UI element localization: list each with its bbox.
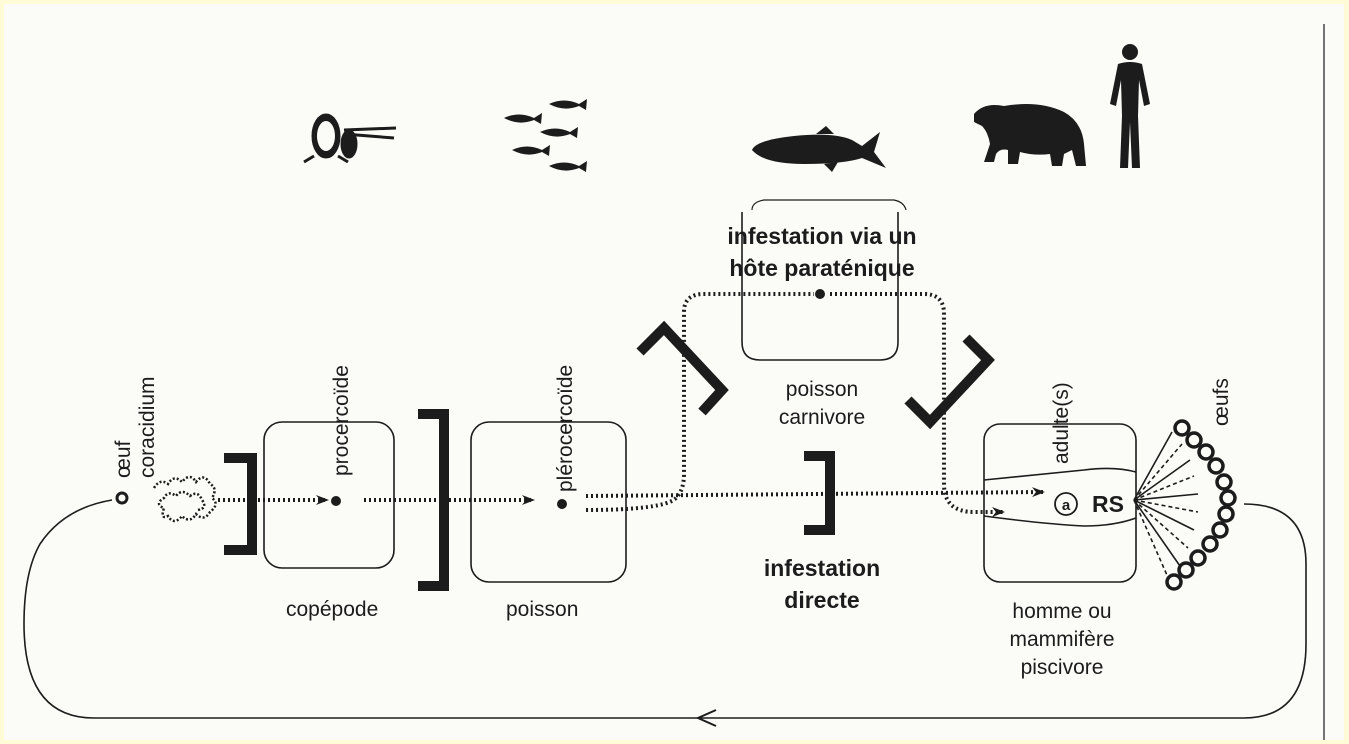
label-copepode: copépode [286,598,378,621]
copepod-icon [304,114,396,162]
path-direct-infestation [586,492,1044,496]
procercoide-dot [331,496,341,506]
label-poisson-carnivore-line2: carnivore [779,406,865,429]
intestine-lower-wall [984,516,1136,526]
label-host-line1: homme ou [1012,600,1111,623]
label-infestation-paratenique-line1: infestation via un [727,223,916,249]
label-procercoide: procercoïde [330,365,353,476]
life-cycle-diagram: œuf coracidium procercoïde plérocercoïde… [4,4,1344,740]
bear-icon [974,104,1086,166]
label-coracidium: coracidium [136,376,159,478]
paratenic-box-top [752,200,906,210]
cycle-loop [24,500,1306,718]
label-adult-symbol: a [1062,497,1071,514]
paratenic-dot [815,289,825,299]
label-infestation-directe-line1: infestation [764,555,880,581]
bracket-copepode-left [224,458,252,550]
egg-chain [1167,421,1235,589]
fish-school-icon [504,99,587,172]
coracidium-coil [154,477,216,521]
label-adultes: adulte(s) [1050,382,1073,464]
label-plerocercoide: plérocercoïde [554,365,577,492]
bracket-paratenic-right [908,338,988,422]
label-oeufs: œufs [1210,378,1233,426]
label-oeuf: œuf [112,441,135,479]
copepode-box [264,422,394,568]
intestine-upper-wall [984,468,1136,480]
path-paratenic-left [586,294,814,510]
egg-symbol [117,493,127,503]
label-infestation-directe-line2: directe [784,587,859,613]
egg-rays [1134,432,1198,582]
label-infestation-paratenique-line2: hôte paraténique [729,255,914,281]
diagram-page: œuf coracidium procercoïde plérocercoïde… [4,4,1344,740]
label-host-line3: piscivore [1021,656,1104,679]
label-rs: RS [1092,491,1124,517]
label-poisson-carnivore-line1: poisson [786,378,858,401]
bracket-paratenic-left [640,328,722,412]
plerocercoide-dot [557,499,567,509]
human-icon [1110,44,1150,168]
label-host-line2: mammifère [1009,628,1114,651]
pike-icon [752,126,886,172]
label-poisson: poisson [506,598,578,621]
